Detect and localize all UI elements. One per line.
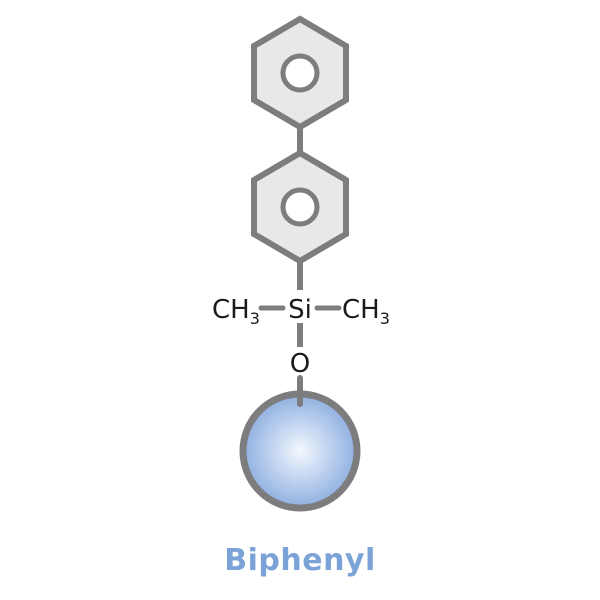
aromatic-circle-icon bbox=[280, 187, 320, 227]
silicon-label: Si bbox=[288, 295, 312, 325]
phenyl-ring-top bbox=[251, 15, 349, 131]
diagram-caption: Biphenyl bbox=[224, 543, 376, 578]
phenyl-ring-bottom bbox=[251, 149, 349, 265]
silica-particle bbox=[239, 390, 361, 512]
oxygen-label: O bbox=[290, 349, 310, 379]
methyl-left-label: CH3 bbox=[212, 295, 260, 328]
methyl-right-label: CH3 bbox=[342, 295, 390, 328]
aromatic-circle-icon bbox=[280, 53, 320, 93]
